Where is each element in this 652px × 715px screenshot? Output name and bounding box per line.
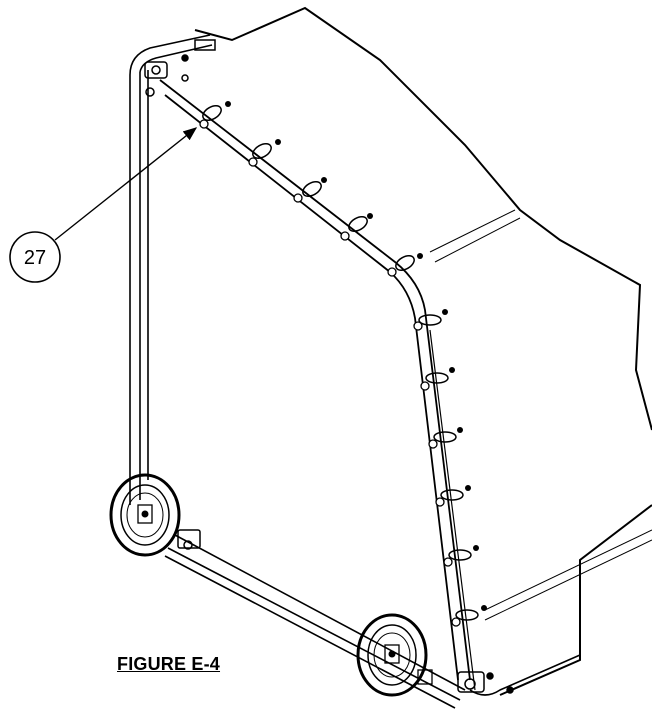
cover-outline [194, 6, 652, 696]
caster-wheel-rear [109, 473, 181, 557]
rear-frame-post [129, 34, 213, 505]
tube-clamps [202, 105, 479, 621]
figure-title: FIGURE E-4 [117, 654, 221, 674]
leader-arrow [54, 127, 198, 241]
callout-bubble [9, 231, 61, 283]
front-tube-frame [159, 79, 471, 681]
top-corner-bracket [144, 39, 216, 97]
callout-label: 27 [24, 247, 46, 269]
clamp-nuts [199, 119, 461, 627]
front-corner-post [429, 329, 476, 691]
caster-wheel-front [356, 613, 433, 697]
callout-27: 27 [9, 127, 198, 283]
clamp-bolts [225, 101, 487, 611]
bottom-corner-bracket [177, 529, 514, 694]
